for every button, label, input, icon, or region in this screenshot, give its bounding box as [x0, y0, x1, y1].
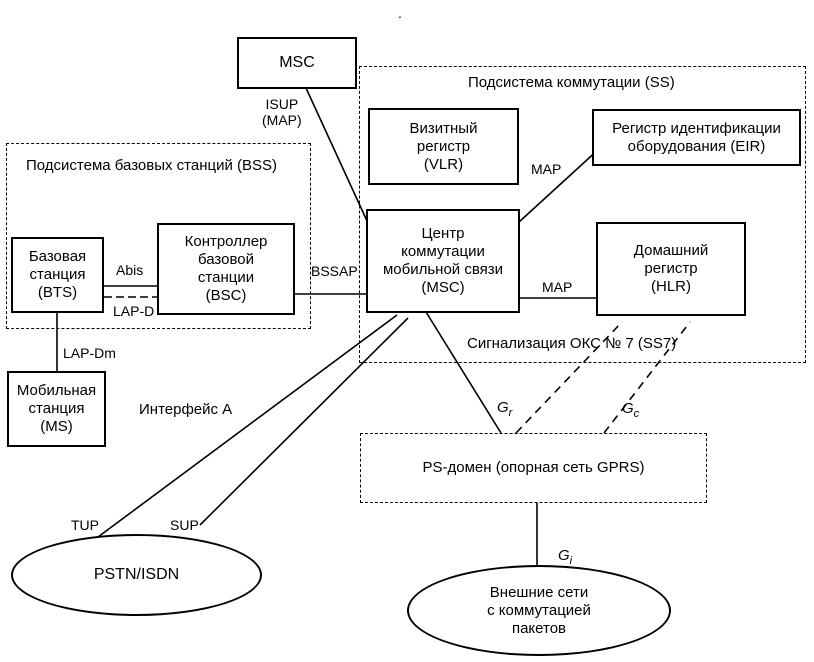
group-base-station-subsystem-label: Подсистема базовых станций (BSS) [26, 157, 278, 174]
label-interface-a: Интерфейс А [139, 401, 233, 418]
label-map-eir: MAP [531, 161, 562, 177]
label-sup: SUP [170, 517, 199, 533]
line-ss7-gc [603, 321, 691, 434]
label-gc: Gc [622, 385, 639, 422]
label-gr: Gr [497, 384, 512, 421]
label-gr-sub: r [508, 407, 513, 419]
label-isup-map: ISUP (MAP) [262, 96, 302, 128]
line-tup [97, 314, 398, 538]
label-ss7: Сигнализация ОКС № 7 (SS7) [467, 335, 677, 352]
label-gi-sub: i [569, 555, 573, 567]
label-lap-d: LAP-D [113, 303, 155, 319]
group-switching-subsystem [359, 66, 806, 363]
group-base-station-subsystem [6, 143, 311, 329]
node-msc-top: MSC [237, 37, 357, 89]
label-abis: Abis [116, 262, 144, 278]
label-map-hlr: MAP [542, 279, 573, 295]
label-gc-main: G [622, 400, 634, 417]
line-msc-to-eir [518, 147, 601, 223]
line-gc [515, 321, 623, 434]
node-ms: Мобильная станция (MS) [7, 371, 106, 447]
node-external-networks: Внешние сети с коммутацией пакетов [407, 565, 671, 656]
label-gr-main: G [497, 399, 509, 416]
label-gc-sub: c [633, 408, 640, 420]
node-bsc: Контроллер базовой станции (BSC) [157, 223, 295, 315]
node-bts: Базовая станция (BTS) [11, 237, 104, 313]
node-msc-center: Центр коммутации мобильной связи (MSC) [366, 209, 520, 313]
label-bssap: BSSAP [311, 263, 358, 279]
label-gi-main: G [558, 547, 570, 564]
line-msc-top-to-msc [305, 87, 374, 235]
node-eir: Регистр идентификации оборудования (EIR) [592, 109, 801, 166]
group-switching-subsystem-label: Подсистема коммутации (SS) [468, 74, 675, 91]
node-vlr: Визитный регистр (VLR) [368, 108, 519, 185]
line-sup [199, 317, 409, 526]
node-ps-domain: PS-домен (опорная сеть GPRS) [360, 433, 707, 503]
node-pstn-isdn: PSTN/ISDN [11, 534, 262, 616]
label-gi: Gi [558, 532, 572, 569]
label-tup: TUP [71, 517, 99, 533]
stray-dot: . [398, 5, 402, 21]
label-lap-dm: LAP-Dm [63, 345, 116, 361]
line-gr [425, 311, 502, 434]
node-hlr: Домашний регистр (HLR) [596, 222, 746, 316]
